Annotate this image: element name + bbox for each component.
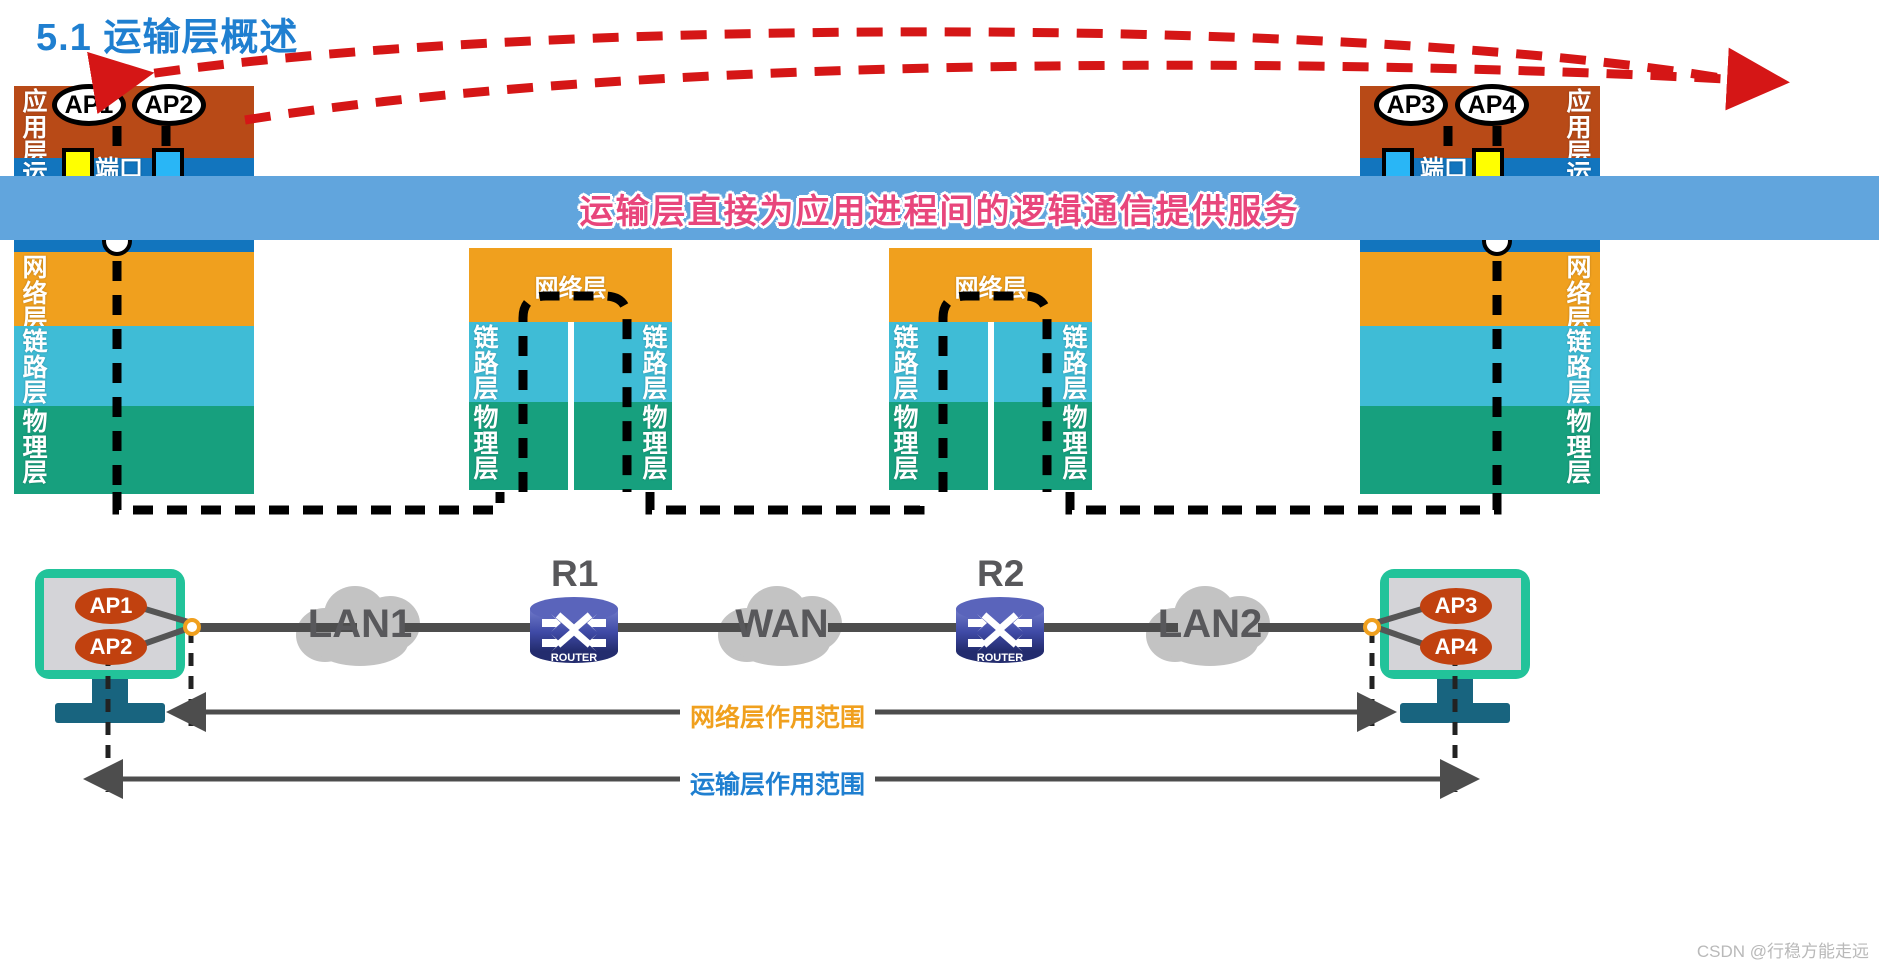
right-host-ap4-oval: AP4	[1455, 84, 1529, 126]
router2-right-link-layer: 链路层	[993, 322, 1092, 403]
left-topology-ap2-label: AP2	[89, 634, 133, 659]
left-host-application-label: 应用层	[22, 88, 48, 167]
left-host-stack: 应用层 运输层 网络层 链路层 物理层	[14, 86, 254, 494]
router1-right-physical-layer: 物理层	[573, 402, 672, 490]
right-topology-ap3-label: AP3	[1434, 593, 1478, 618]
right-topology-ap4-label: AP4	[1434, 634, 1478, 659]
right-host-link-label: 链路层	[1566, 328, 1592, 407]
lan2-cloud: LAN2	[1140, 580, 1280, 668]
left-topology-ap2: AP2	[75, 629, 147, 665]
right-host-physical-layer: 物理层	[1360, 406, 1600, 494]
router-r2-icon[interactable]: ROUTER	[954, 593, 1046, 665]
watermark: CSDN @行稳方能走远	[1696, 942, 1869, 961]
wan-cloud: WAN	[712, 580, 852, 668]
left-host-network-label: 网络层	[22, 254, 48, 333]
router2-right-half: 链路层 物理层	[993, 322, 1092, 490]
right-host-network-layer: 网络层	[1360, 252, 1600, 332]
router2-network-label: 网络层	[954, 274, 1027, 302]
router-r2-caption: ROUTER	[977, 652, 1024, 664]
right-host-ap3-label: AP3	[1386, 90, 1436, 119]
wire-lan1-to-r1	[400, 623, 540, 632]
right-host-application-label: 应用层	[1566, 88, 1592, 167]
left-topology-ap1-label: AP1	[89, 593, 133, 618]
wan-label: WAN	[735, 601, 829, 646]
router-r1-caption: ROUTER	[551, 652, 598, 664]
right-topology-ap3: AP3	[1420, 588, 1492, 624]
router2-right-physical-layer: 物理层	[993, 402, 1092, 490]
wire-r2-to-lan2	[1038, 623, 1178, 632]
router1-right-physical-label: 物理层	[642, 404, 668, 483]
banner-text: 运输层直接为应用进程间的逻辑通信提供服务	[579, 192, 1300, 231]
router1-left-physical-layer: 物理层	[469, 402, 568, 490]
router1-right-link-layer: 链路层	[573, 322, 672, 403]
router-r1-icon[interactable]: ROUTER	[528, 593, 620, 665]
left-host-physical-label: 物理层	[22, 408, 48, 487]
right-host-stand-base	[1400, 703, 1510, 723]
router1-network-label: 网络层	[534, 274, 607, 302]
left-host-interface-node	[183, 618, 201, 636]
router1-left-physical-label: 物理层	[473, 404, 499, 483]
left-host-port-yellow	[62, 148, 94, 180]
router2-network-layer: 网络层	[889, 248, 1092, 322]
page-title: 5.1 运输层概述	[36, 17, 299, 59]
router2-right-physical-label: 物理层	[1062, 404, 1088, 483]
router1-left-half: 链路层 物理层	[469, 322, 568, 490]
left-host-ap2-label: AP2	[144, 90, 194, 119]
left-host-stand-base	[55, 703, 165, 723]
left-host-physical-layer: 物理层	[14, 406, 254, 494]
router2-left-link-layer: 链路层	[889, 322, 988, 402]
left-host-link-layer: 链路层	[14, 326, 254, 406]
router1-right-half: 链路层 物理层	[573, 322, 672, 490]
right-host-stand-neck	[1437, 679, 1473, 703]
right-host-stack: 应用层 运输层 网络层 链路层 物理层	[1360, 86, 1600, 494]
router1-left-link-label: 链路层	[473, 324, 499, 403]
lan2-label: LAN2	[1157, 601, 1263, 646]
router2-left-physical-layer: 物理层	[889, 402, 988, 490]
router2-left-physical-label: 物理层	[893, 404, 919, 483]
left-host-ap1-label: AP1	[64, 90, 114, 119]
router-protocol-box-2: 网络层 链路层 物理层 链路层 物理层	[889, 248, 1092, 490]
wire-wan-to-r2	[828, 623, 968, 632]
network-scope-label: 网络层作用范围	[680, 698, 876, 734]
right-host-physical-label: 物理层	[1566, 408, 1592, 487]
right-host-ap4-label: AP4	[1467, 90, 1517, 119]
lan1-cloud: LAN1	[290, 580, 430, 668]
router-protocol-box-1: 网络层 链路层 物理层 链路层 物理层	[469, 248, 672, 490]
right-topology-ap4: AP4	[1420, 629, 1492, 665]
right-host-ap3-oval: AP3	[1374, 84, 1448, 126]
left-host-ap2-oval: AP2	[132, 84, 206, 126]
router1-left-link-layer: 链路层	[469, 322, 568, 402]
router2-left-half: 链路层 物理层	[889, 322, 988, 490]
wire-leftpc-to-lan1	[192, 623, 357, 632]
right-host-link-layer: 链路层	[1360, 326, 1600, 406]
router1-right-link-label: 链路层	[642, 324, 668, 403]
lan1-label: LAN1	[307, 601, 413, 646]
router1-network-layer: 网络层	[469, 248, 672, 322]
left-host-network-layer: 网络层	[14, 252, 254, 332]
left-host-link-label: 链路层	[22, 328, 48, 407]
right-host-interface-node	[1363, 618, 1381, 636]
router2-left-link-label: 链路层	[893, 324, 919, 403]
left-host-stand-neck	[92, 679, 128, 703]
range-guides	[83, 630, 1480, 799]
router2-right-link-label: 链路层	[1062, 324, 1088, 403]
wire-lan2-to-rightpc	[1258, 623, 1378, 632]
left-host-ap1-oval: AP1	[52, 84, 126, 126]
wire-r1-to-wan	[610, 623, 750, 632]
router-r1-name: R1	[551, 553, 599, 594]
left-topology-ap1: AP1	[75, 588, 147, 624]
right-host-network-label: 网络层	[1566, 254, 1592, 333]
transport-scope-label: 运输层作用范围	[680, 765, 876, 801]
router-r2-name: R2	[977, 553, 1025, 594]
transport-layer-banner: 运输层直接为应用进程间的逻辑通信提供服务	[0, 176, 1879, 240]
